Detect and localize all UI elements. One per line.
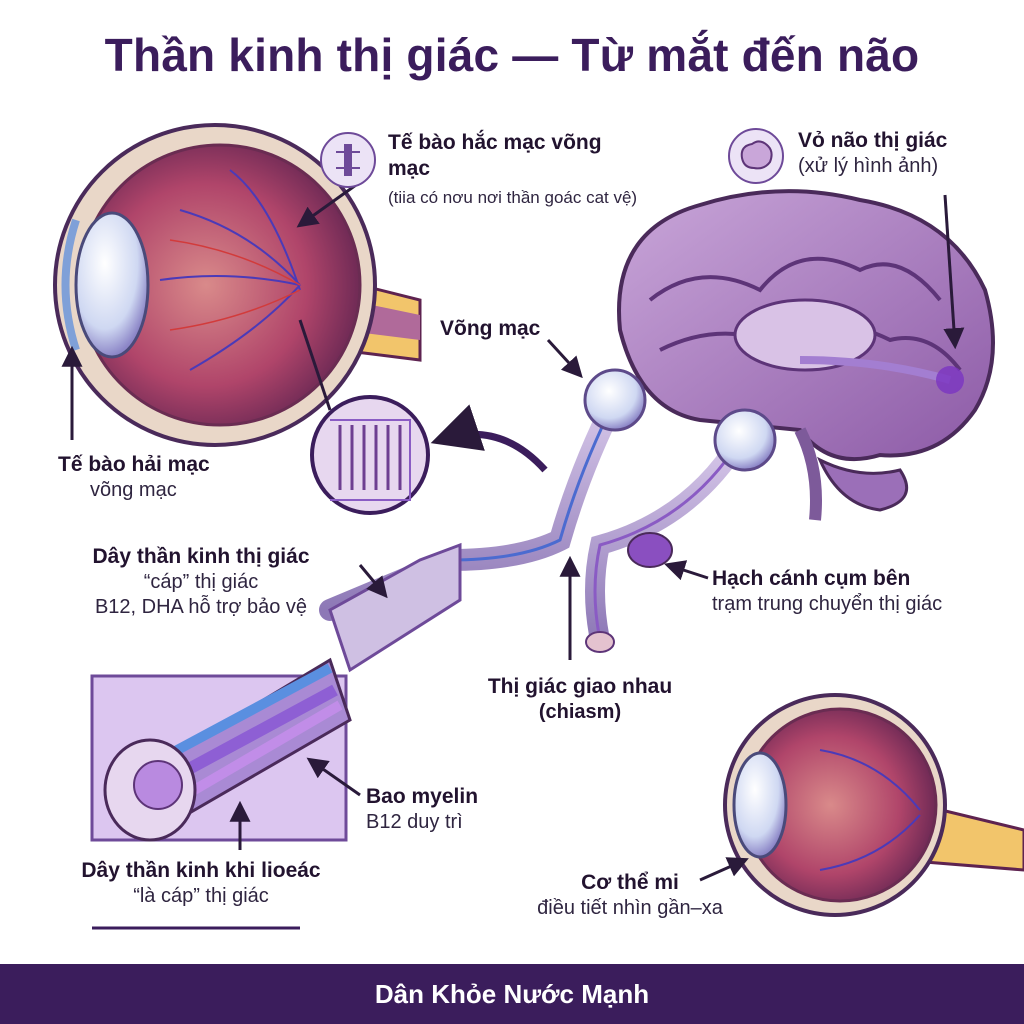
cell-icon (320, 132, 376, 188)
label-heading: Tế bào hải mạc (58, 453, 210, 476)
label-heading: Võng mạc (440, 317, 541, 340)
label-sub: trạm trung chuyển thị giác (712, 593, 943, 616)
label-sub: điều tiết nhìn gần–xa (537, 897, 723, 920)
label-heading: Bao myelin (366, 785, 479, 808)
label-myelin: Bao myelin B12 duy trì (366, 784, 478, 835)
label-heading: Hạch cánh cụm bên (712, 567, 911, 590)
label-heading: Vỏ não thị giác (798, 129, 948, 152)
page-title: Thần kinh thị giác — Từ mắt đến não (104, 29, 920, 81)
eye-cross-section-bottom (723, 693, 1024, 917)
label-sub: (chiasm) (538, 701, 622, 724)
label-heading: Tế bào hắc mạc võng mạc (388, 131, 602, 181)
label-sub: “là cáp” thị giác (133, 885, 269, 908)
label-heading: Thị giác giao nhau (487, 675, 673, 698)
label-sub: B12, DHA hỗ trợ bảo vệ (94, 596, 308, 619)
brain-icon (728, 128, 784, 184)
label-heading: Dây thần kinh khi lioeác (81, 859, 321, 882)
nerve-cross-section (90, 542, 462, 842)
label-rpe-left: Tế bào hải mạc võng mạc (58, 452, 210, 503)
eye-cross-section-top (53, 123, 422, 447)
footer-banner: Dân Khỏe Nước Mạnh (0, 964, 1024, 1024)
label-chiasm: Thị giác giao nhau (chiasm) (440, 674, 720, 725)
label-retina: Võng mạc (440, 316, 540, 342)
optic-pathway (319, 368, 777, 653)
label-ciliary: Cơ thể mi điều tiết nhìn gần–xa (500, 870, 760, 921)
label-optic-nerve: Dây thần kinh thị giác “cáp” thị giác B1… (36, 544, 366, 620)
label-sub: (xử lý hình ảnh) (798, 155, 939, 178)
label-lgn: Hạch cánh cụm bên trạm trung chuyển thị … (712, 566, 1024, 617)
label-sub: B12 duy trì (366, 811, 463, 834)
label-heading: Cơ thể mi (581, 871, 679, 894)
label-nerve-cross: Dây thần kinh khi lioeác “là cáp” thị gi… (36, 858, 366, 909)
retina-magnifier (298, 319, 548, 515)
label-sub: “cáp” thị giác (143, 571, 259, 594)
label-heading: Dây thần kinh thị giác (92, 545, 310, 568)
label-cortex: Vỏ não thị giác (xử lý hình ảnh) (798, 128, 1008, 179)
label-rpe-top: Tế bào hắc mạc võng mạc (tiia có nơu nơi… (388, 130, 648, 208)
label-sub: võng mạc (90, 479, 177, 502)
label-sub: (tiia có nơu nơi thần goác cat vệ) (388, 187, 638, 207)
pointer-arrows (61, 173, 965, 882)
brain-illustration (617, 189, 995, 521)
